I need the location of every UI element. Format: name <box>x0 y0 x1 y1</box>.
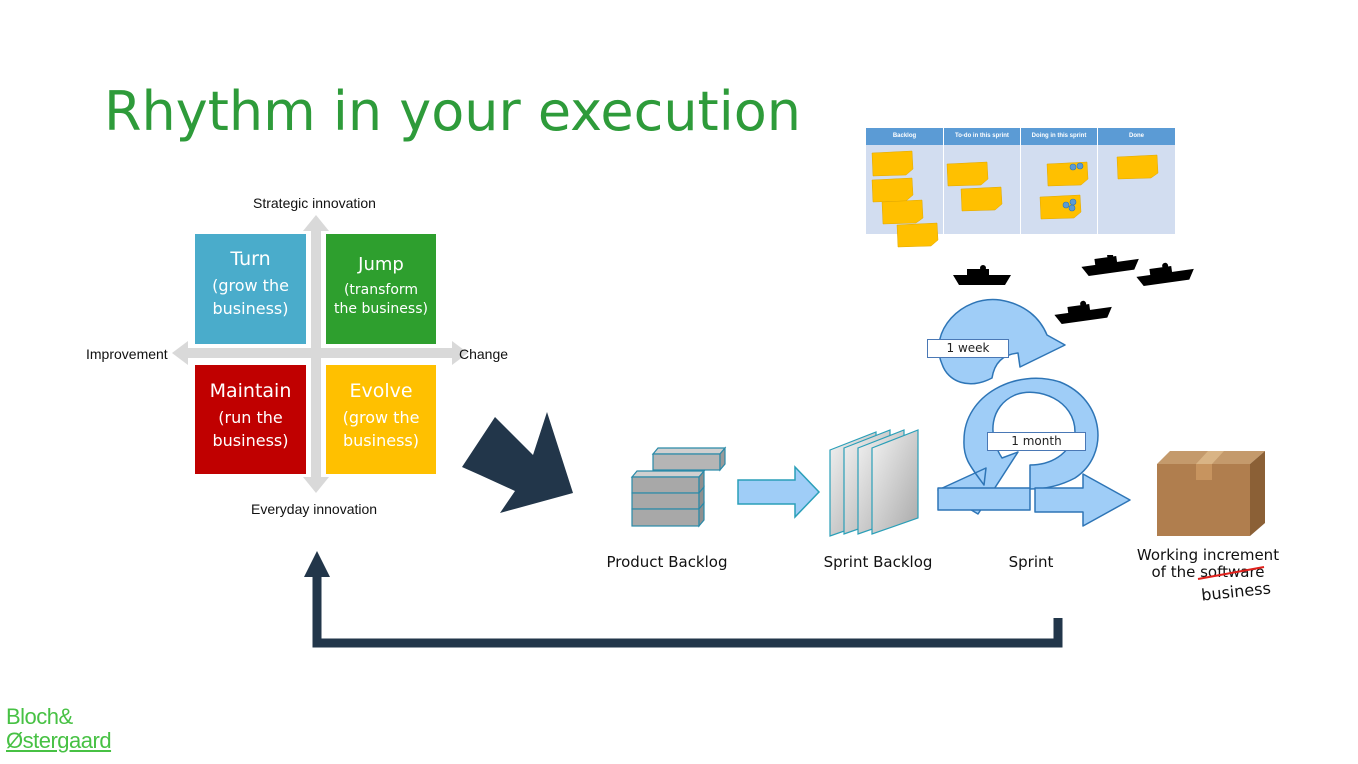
sticky-note <box>1116 154 1159 180</box>
quadrant-subtitle: business) <box>212 431 289 450</box>
sticky-note <box>960 186 1003 212</box>
product-backlog-label: Product Backlog <box>606 553 728 571</box>
axis-label-bottom: Everyday innovation <box>251 501 378 517</box>
axis-arrow-up <box>303 215 329 231</box>
axis-arrow-left <box>172 341 188 365</box>
month-cycle <box>937 377 1099 515</box>
quadrant-evolve: Evolve (grow the business) <box>326 365 436 474</box>
matrix-axes <box>172 215 468 493</box>
quadrant-subtitle: (transform <box>343 282 419 298</box>
quadrant-turn: Turn (grow the business) <box>195 234 306 344</box>
boat-icon <box>953 265 1011 285</box>
board-header-todo: To-do in this sprint <box>944 128 1021 145</box>
quadrant-subtitle: the business) <box>334 301 428 317</box>
boat-icon <box>1054 300 1112 324</box>
quadrant-title: Evolve <box>349 380 413 402</box>
backlog-box <box>631 508 700 527</box>
axis-label-right: Change <box>459 346 509 362</box>
transition-arrow-icon <box>462 412 573 513</box>
product-backlog-icon <box>630 446 727 528</box>
avatar-icon <box>1068 204 1076 212</box>
sticky-note <box>896 222 939 248</box>
strike-line <box>1197 566 1265 580</box>
sprint-label: Sprint <box>1008 553 1054 571</box>
sticky-note <box>871 150 914 177</box>
quadrant-maintain: Maintain (run the business) <box>195 365 306 474</box>
logo-line2: Østergaard <box>6 728 112 753</box>
quadrant-title: Maintain <box>209 380 292 402</box>
axis-arrow-right <box>452 341 468 365</box>
sticky-note <box>946 161 989 187</box>
package-box-icon <box>1157 451 1265 536</box>
axis-label-top: Strategic innovation <box>253 195 376 211</box>
increment-label-line2: of the software <box>1133 563 1283 581</box>
increment-replacement: business <box>1200 578 1272 605</box>
quadrant-subtitle: (run the <box>218 408 283 427</box>
sticky-note <box>881 199 924 225</box>
sprint-exit-arrow <box>937 487 1031 511</box>
sprint-exit-arrow <box>1034 473 1131 527</box>
boats <box>953 255 1194 324</box>
quadrant-title: Turn <box>230 248 271 270</box>
quadrant-subtitle: (grow the <box>342 408 420 427</box>
sprint-backlog-label: Sprint Backlog <box>823 553 933 571</box>
backlog-box <box>651 446 727 472</box>
company-logo: Bloch& Østergaard <box>6 704 112 753</box>
board-header-doing: Doing in this sprint <box>1021 128 1098 145</box>
axis-label-left: Improvement <box>86 346 168 362</box>
avatar-icon <box>1062 201 1070 209</box>
avatar-icon <box>1076 162 1084 170</box>
avatar-icon <box>1069 198 1077 206</box>
quadrant-subtitle: business) <box>343 431 419 450</box>
quadrant-title: Jump <box>358 254 404 275</box>
quadrant-jump: Jump (transform the business) <box>326 234 436 344</box>
boat-icon <box>1136 262 1194 286</box>
board-column <box>1021 145 1098 234</box>
backlog-box <box>630 469 706 495</box>
quadrant-subtitle: business) <box>212 299 289 318</box>
struck-word: software <box>1197 563 1265 581</box>
page-title: Rhythm in your execution <box>104 80 801 143</box>
sheet <box>871 429 919 535</box>
month-tag: 1 month <box>987 432 1086 451</box>
boat-icon <box>1081 255 1139 276</box>
feedback-loop-arrow <box>304 551 1063 648</box>
backlog-box <box>631 492 700 510</box>
increment-label-line1: Working increment <box>1136 546 1280 564</box>
sticky-notes <box>871 150 1159 248</box>
horizontal-axis <box>186 348 452 358</box>
board-header-done: Done <box>1098 128 1175 145</box>
week-tag: 1 week <box>927 339 1009 358</box>
sprint-cycle-icon <box>937 298 1131 527</box>
avatar-icon <box>1069 163 1077 171</box>
arrow-right-icon <box>737 465 821 519</box>
sprint-backlog-icon <box>829 429 919 537</box>
quadrant-subtitle: (grow the <box>212 276 289 295</box>
board-header-backlog: Backlog <box>866 128 944 145</box>
sticky-note <box>871 177 914 203</box>
axis-arrow-down <box>303 477 329 493</box>
logo-line1: Bloch& <box>6 704 73 729</box>
arrow-up-icon <box>304 551 330 577</box>
increment-prefix: of the <box>1151 563 1201 581</box>
